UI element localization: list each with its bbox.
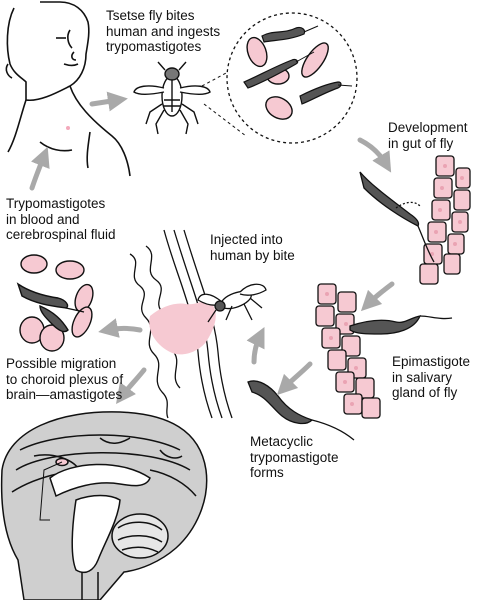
label-development-gut: Development in gut of fly <box>388 120 468 151</box>
biting-fly-icon <box>197 283 267 323</box>
label-epimastigote: Epimastigote in salivary gland of fly <box>392 354 470 401</box>
label-line: Tsetse fly bites <box>106 8 195 23</box>
salivary-gland-cells <box>315 283 453 419</box>
label-line: Development <box>388 120 468 135</box>
label-line: to choroid plexus of <box>6 371 124 387</box>
human-figure <box>5 1 131 177</box>
label-metacyclic: Metacyclic trypomastigote forms <box>250 434 339 481</box>
label-line: gland of fly <box>392 385 458 400</box>
label-line: Injected into <box>210 232 283 247</box>
label-line: Metacyclic <box>250 434 314 449</box>
bite-mark <box>66 126 70 130</box>
label-line: forms <box>250 465 284 480</box>
label-line: trypomastigote <box>250 449 339 465</box>
injection-site <box>149 300 216 355</box>
label-line: human and ingests <box>106 23 221 39</box>
label-line: Possible migration <box>6 356 117 371</box>
label-line: Trypomastigotes <box>6 196 106 211</box>
brain-section <box>0 411 208 600</box>
cycle-arrows <box>29 91 395 404</box>
label-line: brain—amastigotes <box>6 387 123 402</box>
label-line: in gut of fly <box>388 135 454 151</box>
label-trypomastigotes-blood: Trypomastigotes in blood and cerebrospin… <box>6 196 116 243</box>
magnified-blood-view <box>201 12 358 144</box>
label-line: Epimastigote <box>392 354 471 369</box>
fly-gut-cells <box>359 155 471 285</box>
label-injected: Injected into human by bite <box>210 232 295 263</box>
blood-trypomastigotes <box>16 254 94 352</box>
label-tsetse-bites: Tsetse fly bites human and ingests trypo… <box>106 8 220 55</box>
label-line: trypomastigotes <box>106 39 202 54</box>
label-line: cerebrospinal fluid <box>6 227 116 242</box>
tsetse-fly-icon <box>133 61 211 135</box>
label-migration: Possible migration to choroid plexus of … <box>6 356 123 403</box>
metacyclic-trypomastigote <box>247 380 355 441</box>
label-line: in salivary <box>392 369 453 385</box>
label-line: human by bite <box>210 247 295 263</box>
label-line: in blood and <box>6 211 80 227</box>
